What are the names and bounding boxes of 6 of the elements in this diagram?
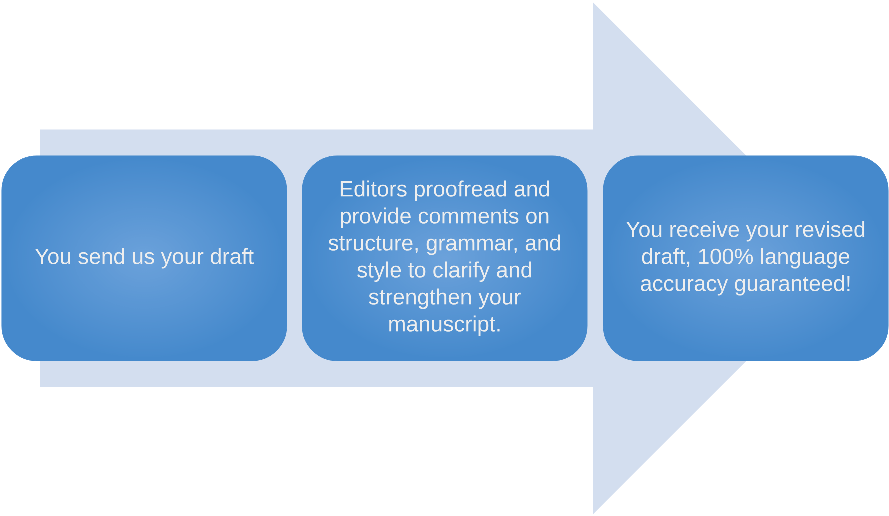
step-text: Editors proofread and provide comments on structure, grammar, and style to clarify and strengthen your manuscript. <box>328 180 560 336</box>
process-box <box>603 156 889 362</box>
process-box <box>2 156 288 362</box>
process-box <box>302 156 588 362</box>
step-text: You receive your revised draft, 100% language accuracy guaranteed! <box>626 221 865 296</box>
step-text: You send us your draft <box>35 248 254 269</box>
